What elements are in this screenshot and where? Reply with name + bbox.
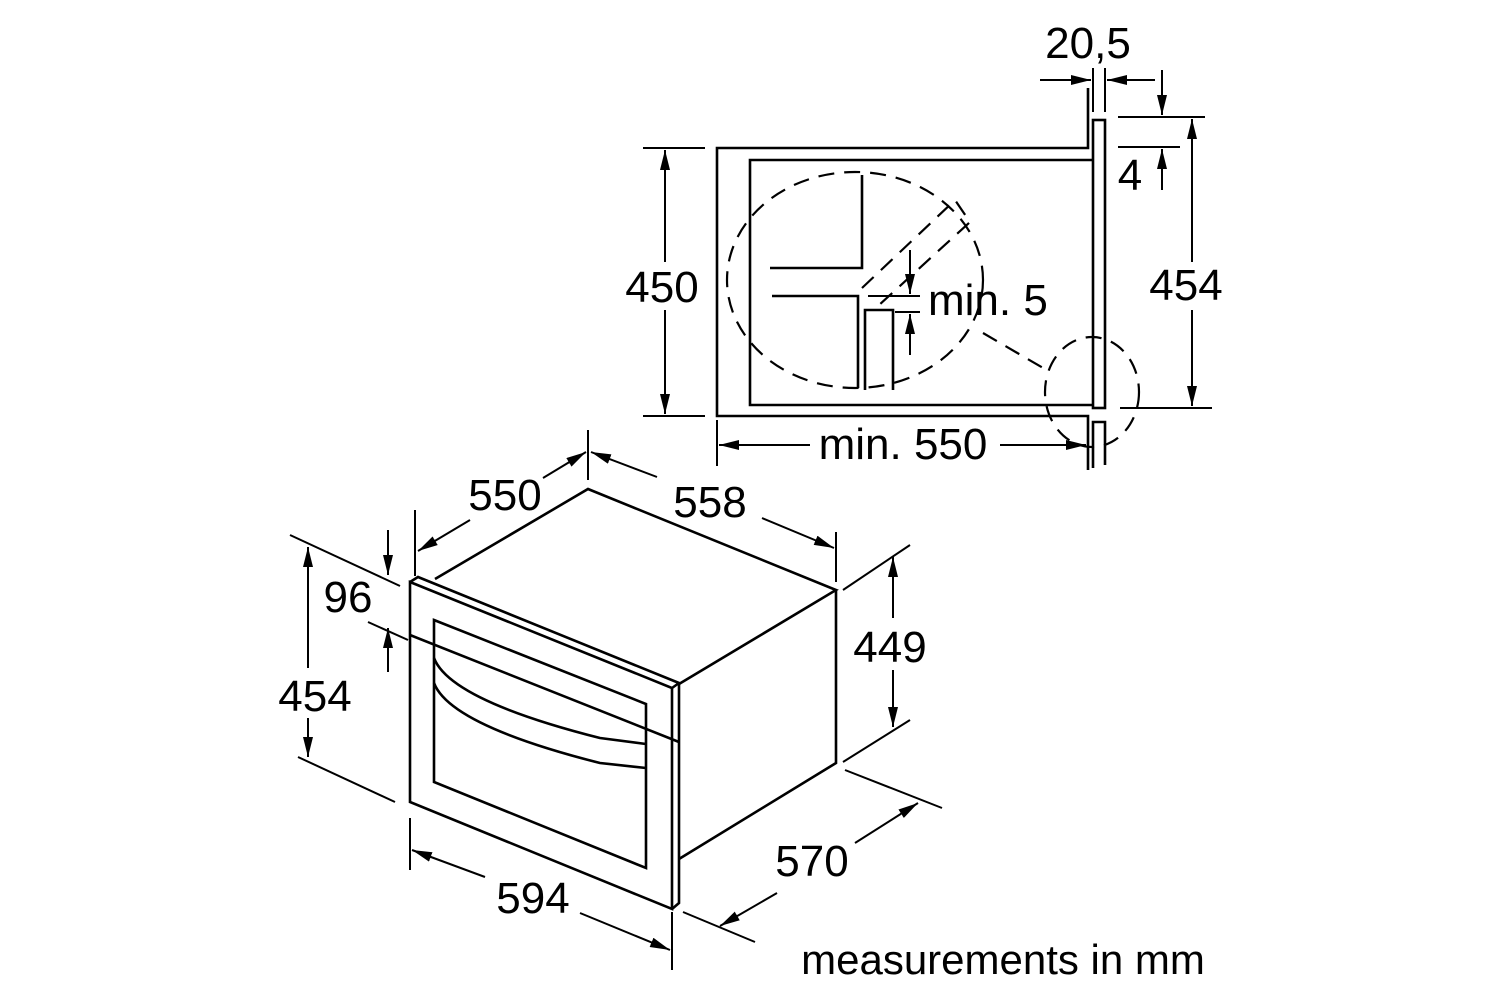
units-note: measurements in mm [801,936,1205,983]
appliance-height-label: 454 [1149,261,1222,310]
installation-section-view: 20,5 4 454 450 min. 550 min. 5 [625,19,1223,470]
detail-circle [725,170,985,390]
total-depth-label: 570 [775,837,848,886]
door-handle-top [432,657,647,746]
gap-width-label: 20,5 [1045,19,1131,68]
appliance-isometric-view: 550 558 454 96 449 570 594 [278,430,943,970]
panel-height-label: 96 [324,573,373,622]
body-width-label: 558 [673,478,746,527]
min-clearance-label: min. 5 [928,276,1048,325]
cabinet-niche-outline [715,88,1090,470]
front-height-label: 454 [278,672,351,721]
lower-cabinet-panel [1091,420,1107,468]
oven-body-outline [748,158,1093,407]
oven-front-panel [1091,118,1107,410]
front-panel-top-strip [409,575,682,690]
front-width-label: 594 [496,874,569,923]
niche-height-label: 450 [625,263,698,312]
detail-circle-small [1043,335,1141,449]
panel-offset-label: 4 [1118,151,1142,200]
body-height-label: 449 [853,623,926,672]
oven-body [434,487,839,861]
body-depth-label: 550 [468,471,541,520]
min-depth-label: min. 550 [819,420,988,469]
oven-window [432,618,648,870]
door-handle-bottom [432,682,647,770]
